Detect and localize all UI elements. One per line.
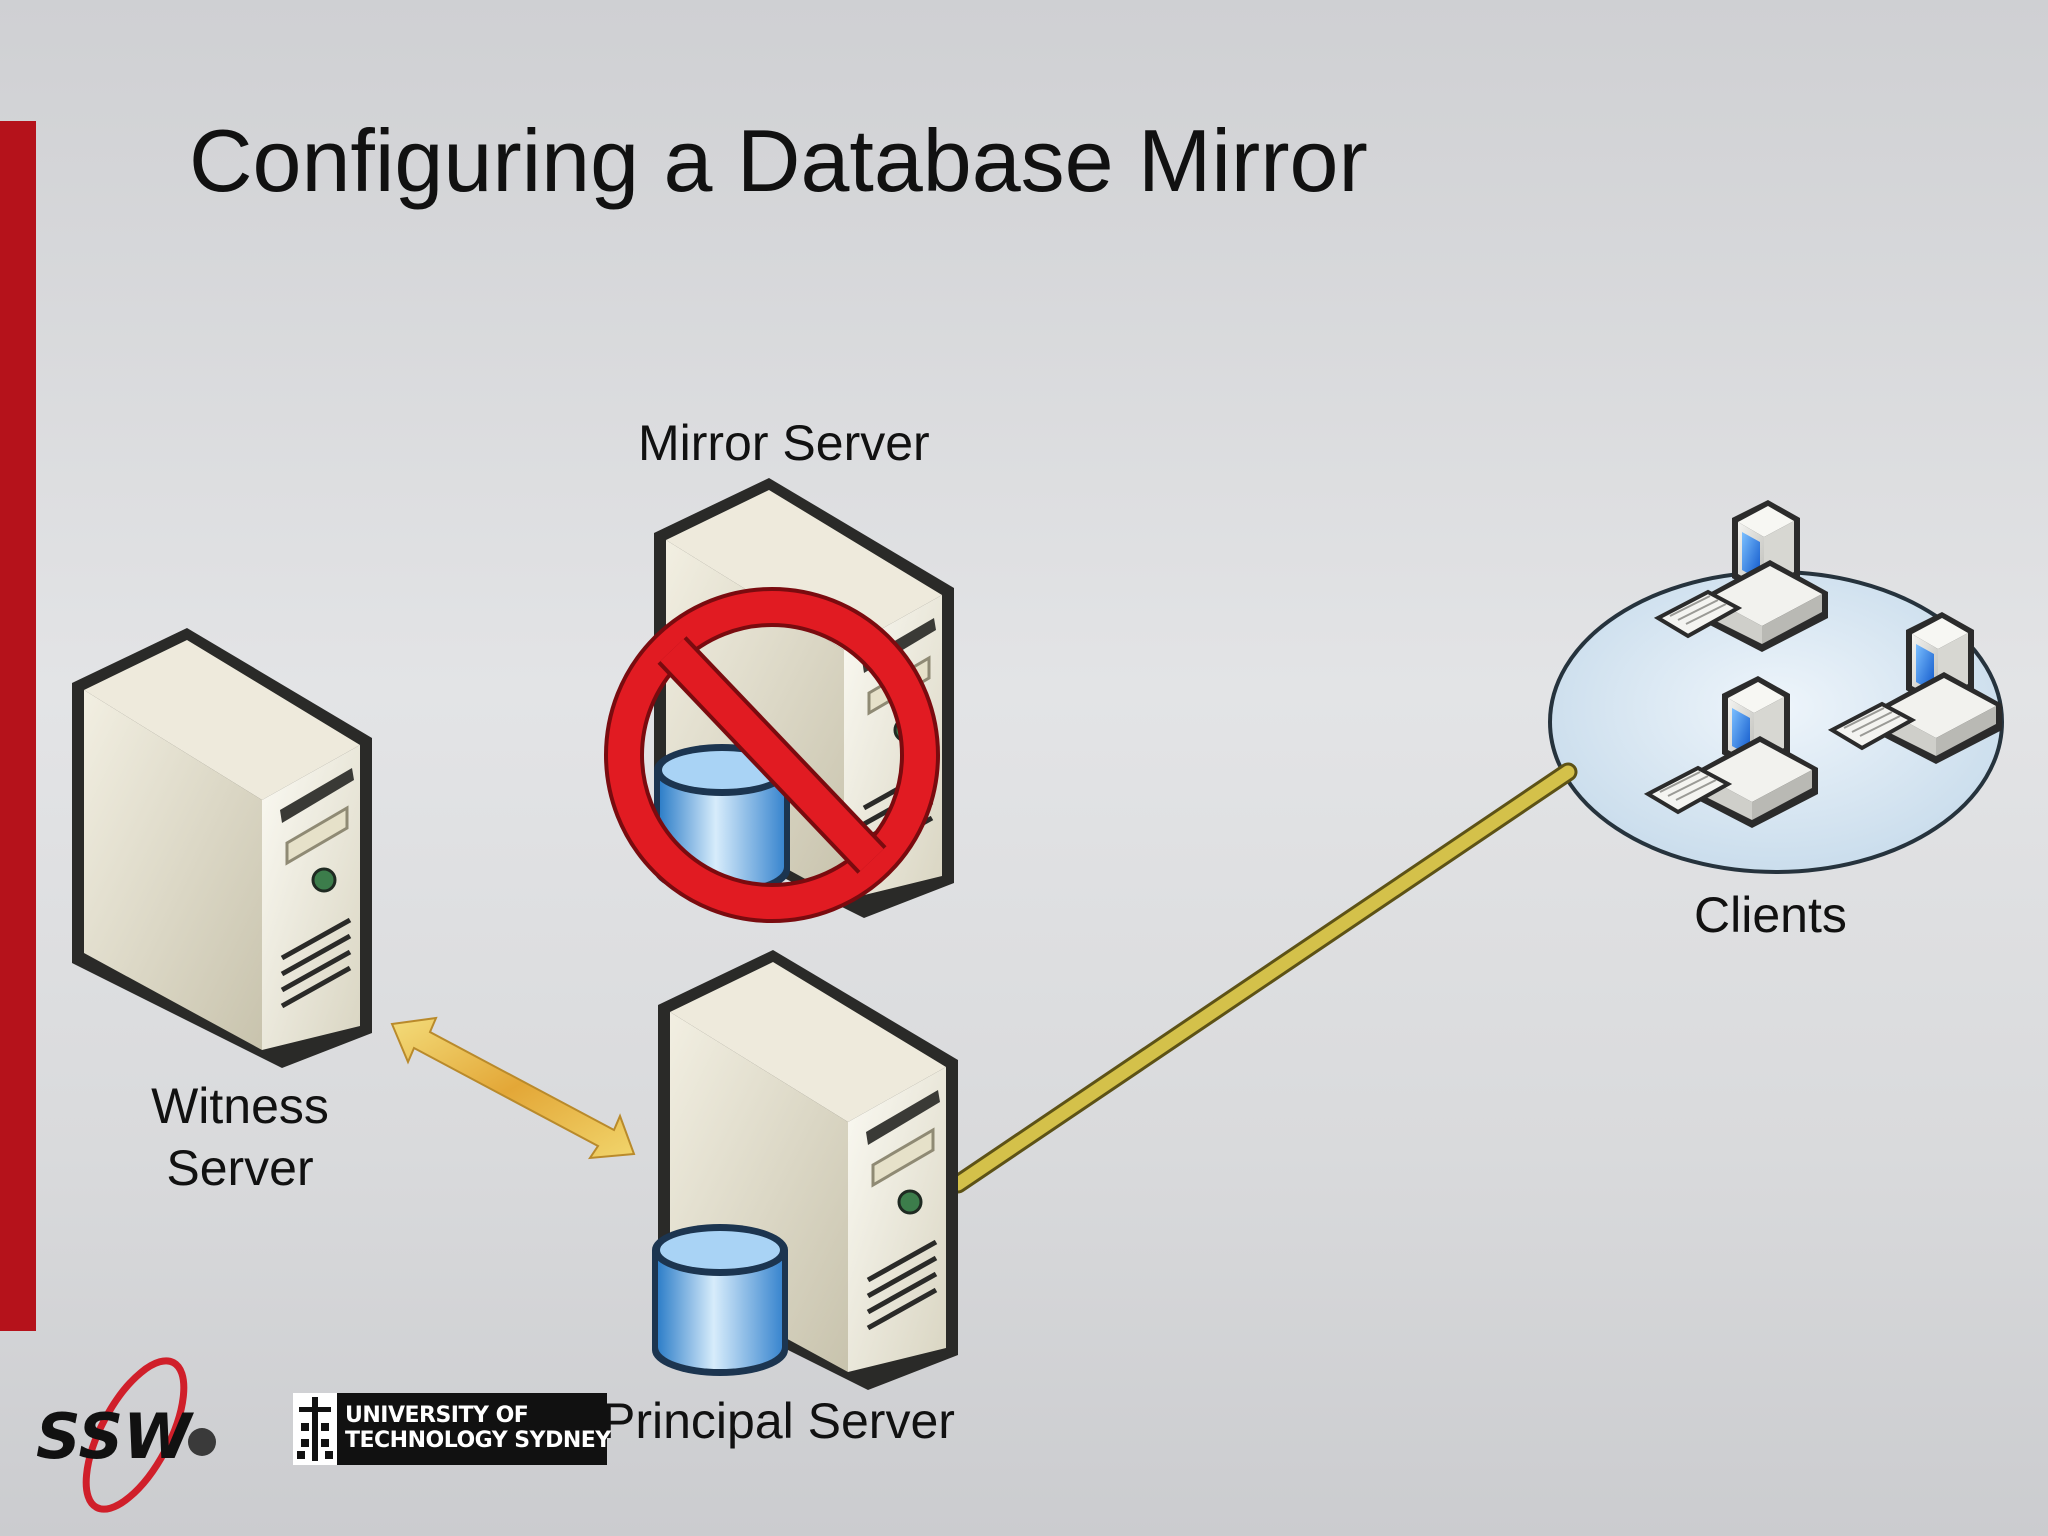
- uts-logo-line2: TECHNOLOGY SYDNEY: [345, 1428, 611, 1453]
- clients-label: Clients: [1694, 887, 1847, 943]
- witness-server-label-line2: Server: [166, 1140, 314, 1196]
- mirror-server-label: Mirror Server: [638, 415, 930, 471]
- ssw-logo: SSW: [30, 1350, 240, 1525]
- witness-server-icon: [72, 628, 372, 1068]
- uts-logo-line1: UNIVERSITY OF: [345, 1403, 529, 1428]
- principal-clients-link: [948, 762, 1578, 1194]
- witness-principal-arrow: [390, 1016, 636, 1160]
- clients-cluster: [1548, 498, 2004, 874]
- witness-server-label: Witness Server: [140, 1075, 340, 1199]
- slide-title: Configuring a Database Mirror: [189, 111, 1368, 210]
- uts-logo-text: UNIVERSITY OF TECHNOLOGY SYDNEY: [345, 1403, 611, 1453]
- principal-server-label: Principal Server: [602, 1393, 955, 1449]
- mirror-server: [604, 478, 954, 923]
- witness-server-label-line1: Witness: [151, 1078, 329, 1134]
- prohibited-icon: [604, 587, 940, 923]
- uts-logo: UNIVERSITY OF TECHNOLOGY SYDNEY: [293, 1393, 611, 1465]
- principal-database-icon: [652, 1224, 788, 1376]
- accent-bar: [0, 121, 36, 1331]
- principal-server: [652, 950, 958, 1390]
- uts-crest-icon: [297, 1397, 333, 1461]
- ssw-logo-text: SSW: [36, 1400, 194, 1473]
